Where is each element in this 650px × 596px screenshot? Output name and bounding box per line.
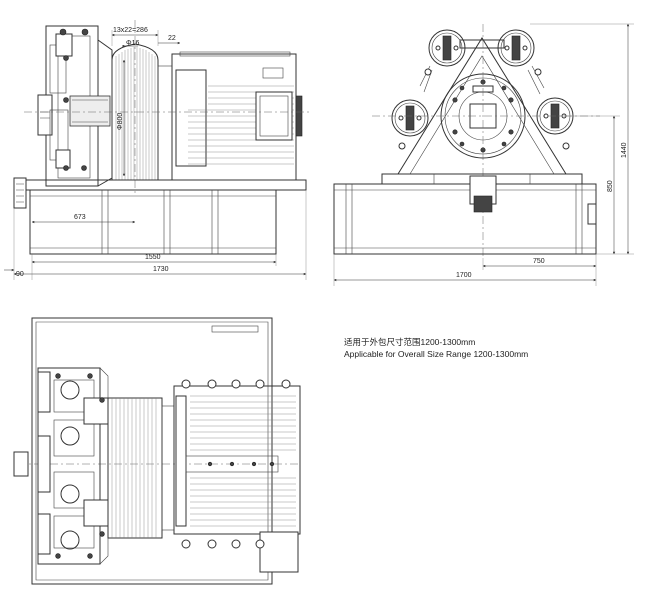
motor [171, 51, 303, 181]
dim-total-height: 1440 [621, 142, 628, 158]
note-english: Applicable for Overall Size Range 1200-1… [344, 349, 529, 359]
dim-frame-offset: 673 [74, 214, 86, 221]
triangle-bracket [397, 37, 567, 175]
dim-offset: 22 [168, 35, 176, 42]
dim-sheave-dia: Φ800 [117, 113, 124, 130]
front-dimensions [4, 30, 307, 280]
dim-half-width: 750 [533, 258, 545, 265]
dim-center-height: 850 [607, 180, 614, 192]
dim-left-offset: 90 [16, 271, 24, 278]
pulleys [391, 29, 574, 150]
plan-brake-assembly [37, 367, 109, 565]
dim-rope: 13x22=286 [113, 27, 148, 34]
dim-overall-width: 1700 [456, 272, 472, 279]
dim-shaft: Φ16 [126, 40, 139, 47]
brake-assembly [37, 25, 113, 187]
side-base-frame [333, 173, 597, 255]
plan-motor [173, 379, 301, 573]
side-view: 1440 850 750 1700 [333, 23, 634, 286]
base-frame [13, 177, 307, 255]
note-chinese: 适用于外包尺寸范围1200-1300mm [344, 337, 476, 347]
dim-frame-length: 1550 [145, 254, 161, 261]
side-dimensions [333, 23, 634, 286]
plan-view [13, 317, 301, 585]
plan-sheave [107, 397, 175, 539]
dim-overall-length: 1730 [153, 266, 169, 273]
front-view: 13x22=286 Φ16 22 Φ800 673 1550 1730 90 [4, 20, 310, 280]
